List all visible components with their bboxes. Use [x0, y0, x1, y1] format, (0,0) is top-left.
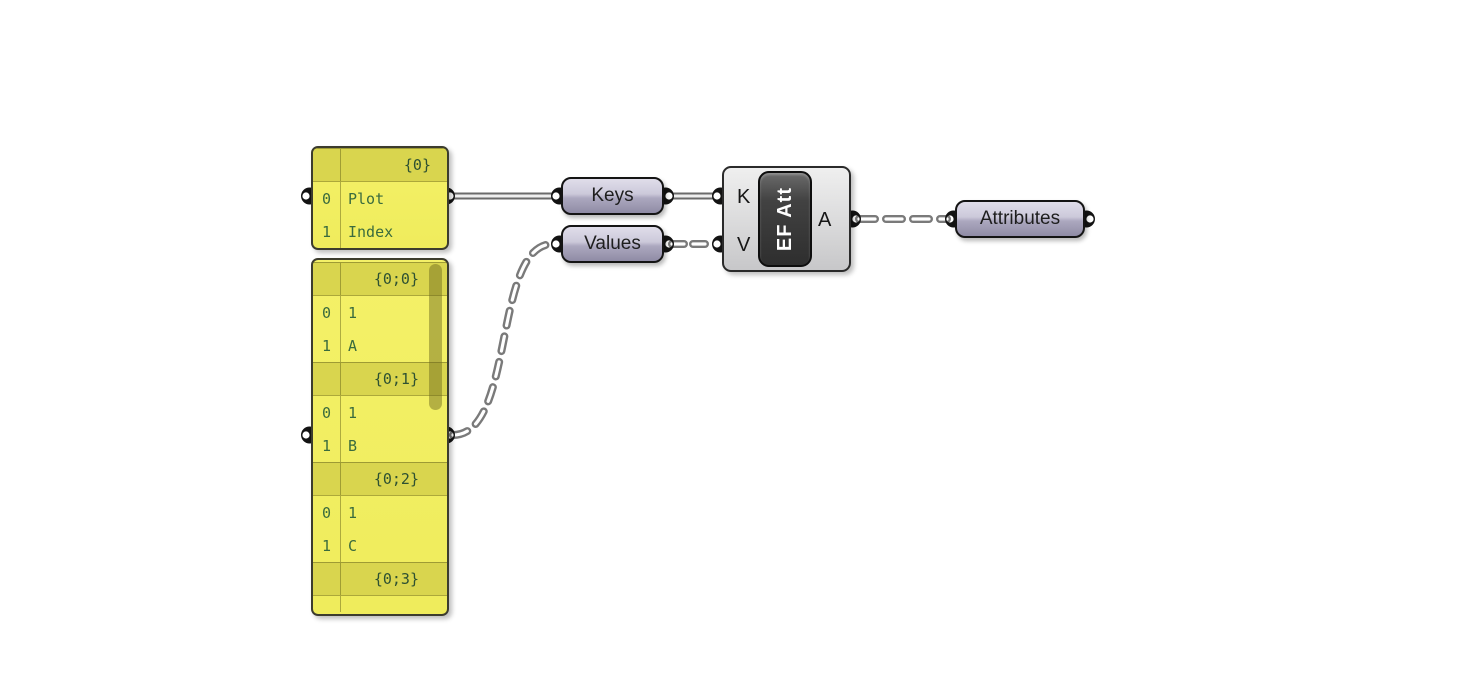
panel-path-row: {0;2} — [313, 462, 447, 496]
keys-panel[interactable]: {0} 0 Plot 1 Index — [311, 146, 449, 250]
input-port-v[interactable]: V — [737, 234, 751, 256]
panel-path-row: {0;3} — [313, 562, 447, 596]
panel-path-row: {0;0} — [313, 262, 447, 296]
values-panel[interactable]: {0;0} 0 1 1 A {0;1} 0 1 1 B {0;2} 0 1 1 … — [311, 258, 449, 616]
tree-path: {0;1} — [373, 370, 419, 388]
attributes-capsule[interactable]: Attributes — [955, 200, 1085, 238]
panel-item-row: 1 B — [313, 429, 447, 462]
tree-path: {0} — [403, 156, 431, 174]
output-port-a[interactable]: A — [818, 209, 832, 231]
wire-valuespanel-to-values-core — [451, 242, 555, 437]
panel-item-row: 0 Plot — [313, 182, 447, 215]
panel-item-row: 1 Index — [313, 215, 447, 248]
panel-scrollbar[interactable] — [429, 264, 442, 410]
tree-path: {0;3} — [373, 570, 419, 588]
panel-item-row: 0 1 — [313, 296, 447, 329]
panel-path-row: {0} — [313, 148, 447, 182]
panel-filler-row — [313, 596, 447, 612]
tree-path: {0;0} — [373, 270, 419, 288]
values-capsule-label: Values — [584, 233, 641, 254]
ef-att-label: EF Att — [773, 186, 796, 252]
keys-capsule-label: Keys — [591, 185, 634, 206]
tree-path: {0;2} — [373, 470, 419, 488]
panel-item-row: 1 A — [313, 329, 447, 362]
panel-item-row: 0 1 — [313, 396, 447, 429]
values-capsule[interactable]: Values — [561, 225, 664, 263]
panel-item-row: 0 1 — [313, 496, 447, 529]
panel-item-row: 1 C — [313, 529, 447, 562]
attributes-capsule-label: Attributes — [979, 208, 1061, 229]
panel-path-row: {0;1} — [313, 362, 447, 396]
ef-att-component[interactable]: K V A EF Att — [722, 166, 851, 272]
keys-capsule[interactable]: Keys — [561, 177, 664, 215]
input-port-k[interactable]: K — [737, 186, 751, 208]
ef-att-name-capsule: EF Att — [758, 171, 812, 267]
